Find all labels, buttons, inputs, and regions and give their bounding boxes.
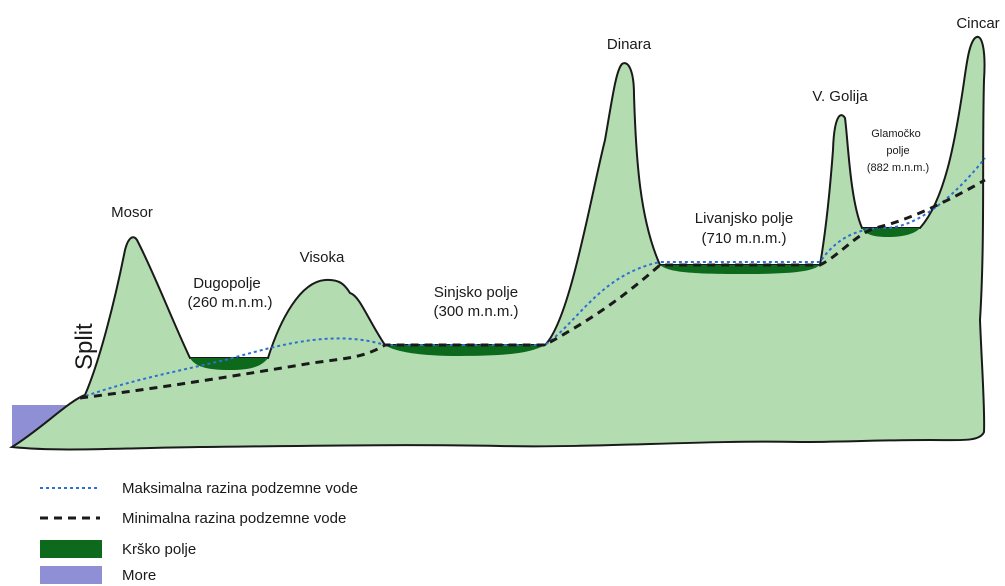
label-livanjsko-altitude: (710 m.n.m.) xyxy=(701,230,786,247)
label-split: Split xyxy=(71,323,98,370)
label-sinjsko-altitude: (300 m.n.m.) xyxy=(433,303,518,320)
karst-field-livanjsko xyxy=(660,265,820,274)
label-dugopolje-name: Dugopolje xyxy=(193,275,261,292)
label-visoka: Visoka xyxy=(300,249,345,266)
max-groundwater-line xyxy=(79,157,986,399)
legend-sea-swatch xyxy=(40,566,102,584)
legend-karst-field-swatch xyxy=(40,540,102,558)
label-dinara: Dinara xyxy=(607,36,652,53)
label-cincar: Cincar xyxy=(956,15,999,32)
label-glamocko-name-2: polje xyxy=(886,145,909,157)
karst-field-dugopolje xyxy=(190,358,268,370)
min-groundwater-line xyxy=(79,178,986,400)
legend-min-water-label: Minimalna razina podzemne vode xyxy=(122,510,346,527)
karst-field-glamocko xyxy=(862,228,920,237)
karst-field-sinjsko xyxy=(385,345,545,356)
label-sinjsko-name: Sinjsko polje xyxy=(434,284,518,301)
label-mosor: Mosor xyxy=(111,204,153,221)
label-livanjsko-name: Livanjsko polje xyxy=(695,210,793,227)
legend-max-water-label: Maksimalna razina podzemne vode xyxy=(122,480,358,497)
label-glamocko-name-1: Glamočko xyxy=(871,128,921,140)
label-dugopolje-altitude: (260 m.n.m.) xyxy=(187,294,272,311)
legend-karst-field-label: Krško polje xyxy=(122,541,196,558)
legend: Maksimalna razina podzemne vode Minimaln… xyxy=(40,480,358,584)
label-glamocko-altitude: (882 m.n.m.) xyxy=(867,162,929,174)
legend-sea-label: More xyxy=(122,567,156,584)
label-golija: V. Golija xyxy=(812,88,868,105)
